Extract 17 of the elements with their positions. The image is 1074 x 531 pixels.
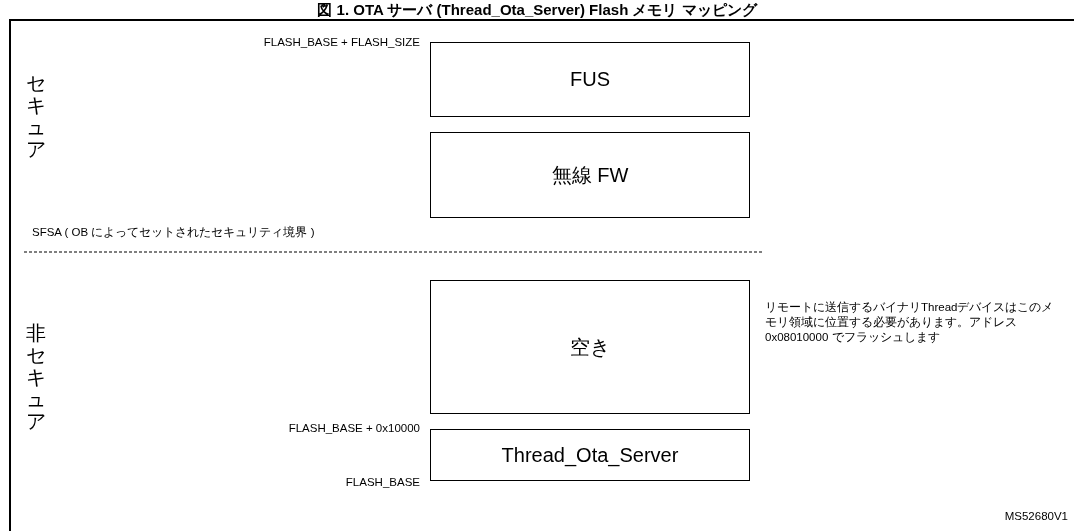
figure-title: 図 1. OTA サーバ (Thread_Ota_Server) Flash メモリ マッピング xyxy=(316,1,759,20)
region-label: 空き xyxy=(570,334,610,360)
memory-region-box xyxy=(430,280,750,414)
memory-region-box xyxy=(430,132,750,218)
region-label: 無線 FW xyxy=(551,162,629,188)
address-label: FLASH_BASE xyxy=(345,476,420,490)
region-label: FUS xyxy=(570,68,610,91)
boundary-label: SFSA ( OB によってセットされたセキュリティ境界 ) xyxy=(32,226,315,240)
section-label: 非セキュア xyxy=(26,322,46,432)
figure-id: MS52680V1 xyxy=(1004,510,1068,524)
note-text: リモートに送信するバイナリThreadデバイスはこのメモリ領域に位置する必要があります。アドレス 0x08010000 でフラッシュします xyxy=(765,300,1055,345)
section-label: セキュア xyxy=(26,72,46,160)
address-label: FLASH_BASE + FLASH_SIZE xyxy=(263,36,420,50)
region-label: Thread_Ota_Server xyxy=(501,443,679,467)
address-label: FLASH_BASE + 0x10000 xyxy=(288,422,420,436)
memory-region-box xyxy=(430,429,750,481)
memory-region-box xyxy=(430,42,750,117)
